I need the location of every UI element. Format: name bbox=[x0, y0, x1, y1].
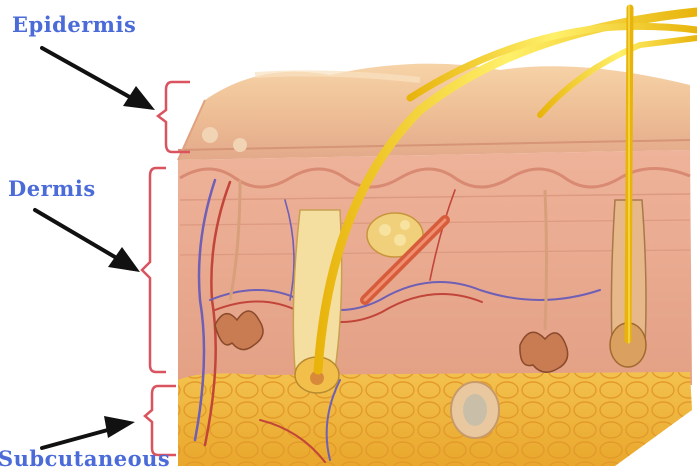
pointer-arrows bbox=[35, 48, 155, 448]
subcutaneous-fat-layer bbox=[178, 372, 692, 466]
subcutaneous-label: Subcutaneous bbox=[0, 446, 170, 471]
dermis-bracket bbox=[142, 168, 166, 372]
epidermis-bracket bbox=[158, 82, 190, 152]
dermis-label: Dermis bbox=[8, 176, 96, 201]
dermis-arrow bbox=[35, 210, 120, 260]
epidermis-label: Epidermis bbox=[12, 12, 136, 37]
subcutaneous-arrow bbox=[42, 428, 115, 448]
subcutaneous-bracket bbox=[145, 386, 176, 455]
epidermis-layer bbox=[178, 64, 690, 160]
epidermis-arrow bbox=[42, 48, 135, 100]
